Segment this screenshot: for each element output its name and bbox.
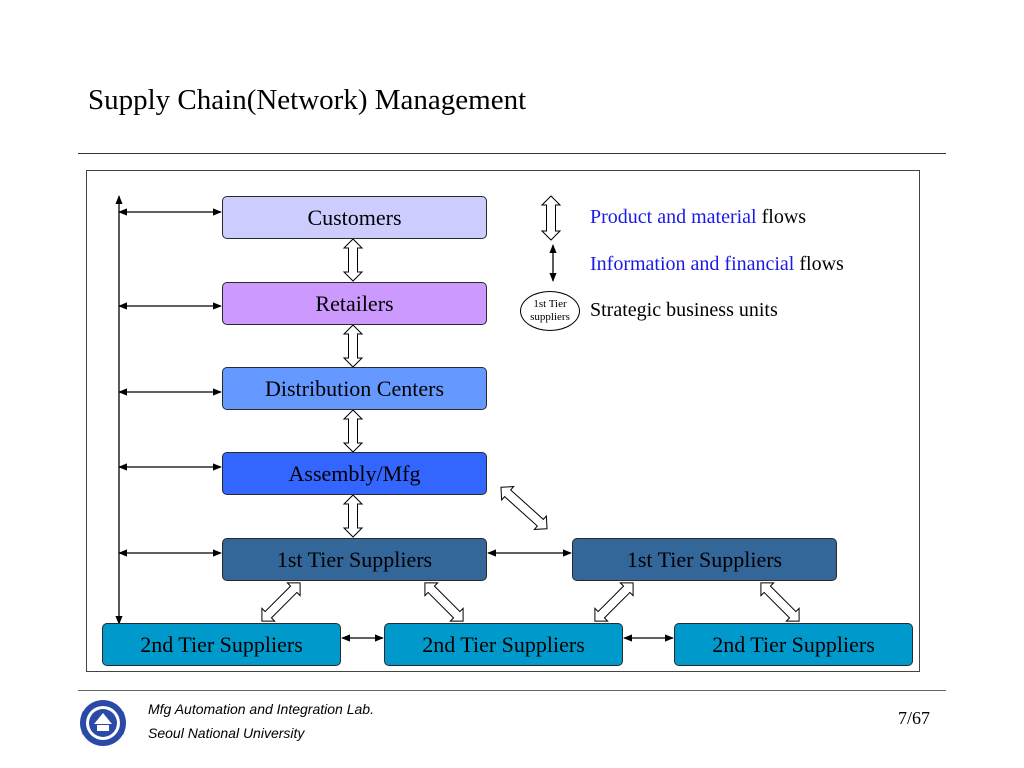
node-distribution-centers: Distribution Centers xyxy=(222,367,487,410)
product-arrow-retailers-distribution xyxy=(342,324,364,368)
product-arrow-distribution-assembly xyxy=(342,409,364,453)
footer-university: Seoul National University xyxy=(148,725,305,741)
legend-sbu-line1: 1st Tier xyxy=(533,298,567,310)
diagram-frame xyxy=(86,170,920,672)
legend-product-label: Product and material xyxy=(590,206,757,228)
legend-sbu-ellipse: 1st Tier suppliers xyxy=(520,291,580,331)
node-tier1-suppliers-a: 1st Tier Suppliers xyxy=(222,538,487,581)
product-arrow-assembly-tier1 xyxy=(342,494,364,538)
node-tier2-suppliers-c: 2nd Tier Suppliers xyxy=(674,623,913,666)
product-arrow-tier1a-tier2a xyxy=(261,582,301,622)
legend-sbu-text: Strategic business units xyxy=(590,299,778,321)
product-arrow-tier1a-tier2b xyxy=(424,582,464,622)
university-emblem-icon xyxy=(80,700,126,746)
product-arrow-tier1b-tier2c xyxy=(760,582,800,622)
footer-lab-name: Mfg Automation and Integration Lab. xyxy=(148,701,374,717)
legend-info-flows: Information and financial flows xyxy=(590,253,844,276)
node-tier2-suppliers-b: 2nd Tier Suppliers xyxy=(384,623,623,666)
product-arrow-customers-retailers xyxy=(342,238,364,282)
slide-title: Supply Chain(Network) Management xyxy=(88,84,527,116)
node-customers: Customers xyxy=(222,196,487,239)
node-retailers: Retailers xyxy=(222,282,487,325)
node-assembly-mfg: Assembly/Mfg xyxy=(222,452,487,495)
page-number: 7/67 xyxy=(898,708,931,728)
node-tier2-suppliers-a: 2nd Tier Suppliers xyxy=(102,623,341,666)
product-arrow-assembly-tier1-b xyxy=(500,486,548,530)
footer-divider xyxy=(78,690,946,691)
legend-info-label: Information and financial xyxy=(590,253,795,275)
product-arrow-tier1b-tier2b xyxy=(594,582,634,622)
title-divider xyxy=(78,153,946,154)
legend-product-flows: Product and material flows xyxy=(590,206,806,229)
legend-info-suffix: flows xyxy=(799,253,844,275)
legend-product-suffix: flows xyxy=(761,206,807,228)
legend-sbu-line2: suppliers xyxy=(530,311,570,323)
node-tier1-suppliers-b: 1st Tier Suppliers xyxy=(572,538,837,581)
legend-product-arrow-icon xyxy=(540,195,562,241)
